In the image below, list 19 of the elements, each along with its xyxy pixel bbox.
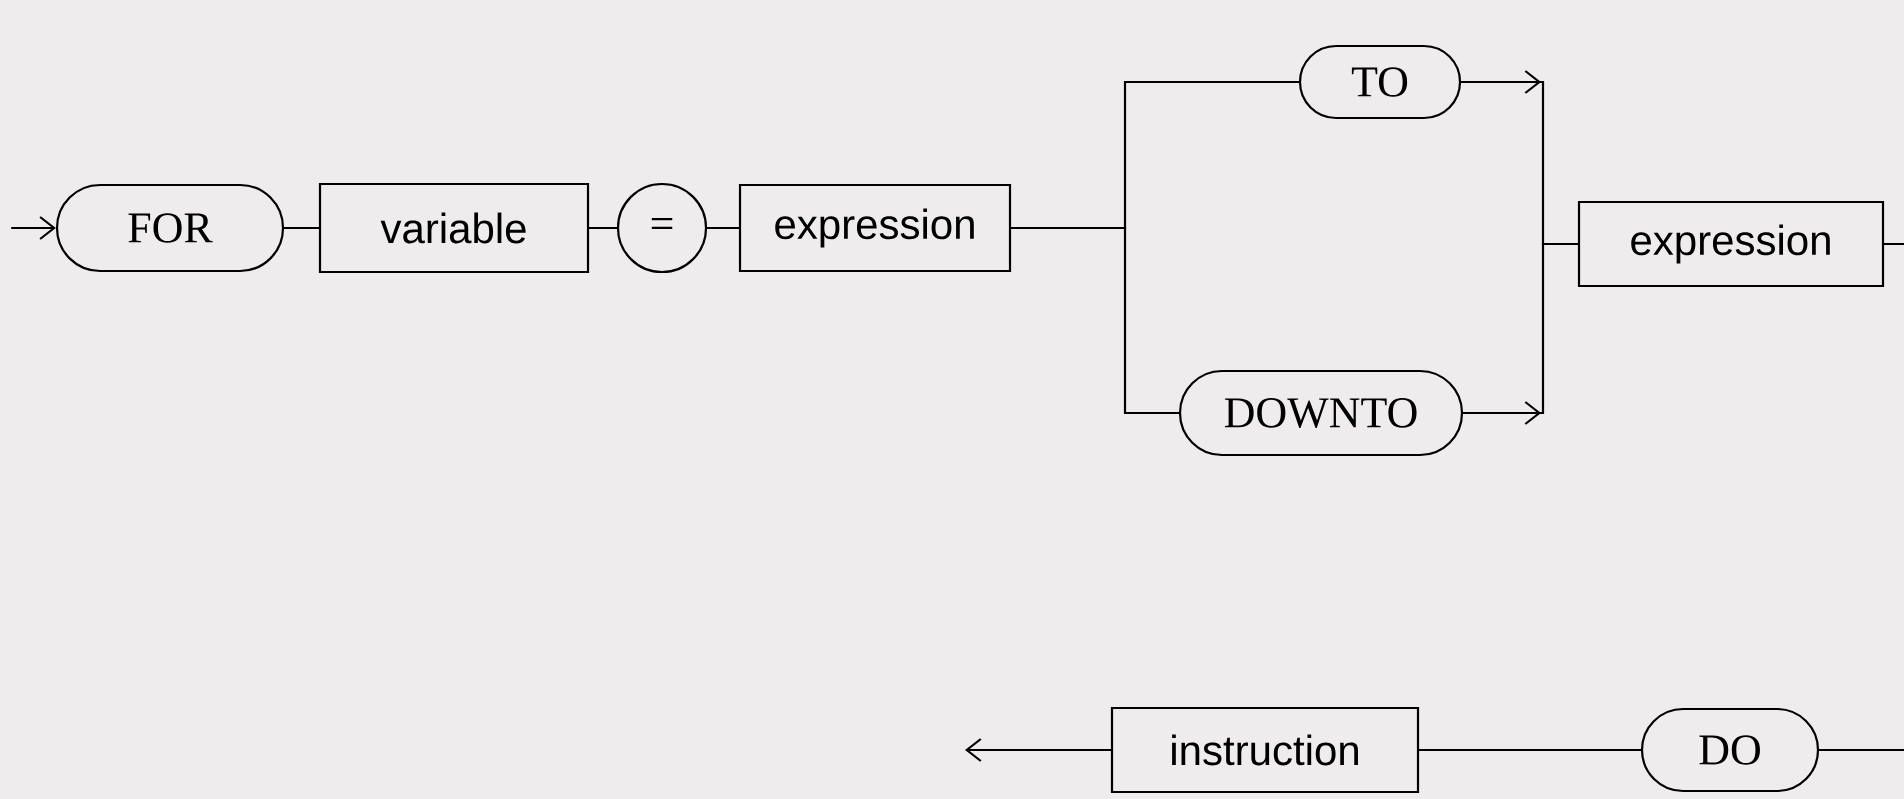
connector-line: [1462, 242, 1579, 425]
terminal-pill: DOWNTO: [1178, 369, 1464, 457]
connector-line: [1883, 242, 1904, 246]
connector-line: [1010, 226, 1180, 415]
nonterminal-box: variable: [318, 182, 590, 274]
nonterminal-box: expression: [1577, 200, 1885, 288]
connector-line: [1418, 748, 1642, 752]
terminal-pill: TO: [1298, 44, 1462, 120]
connector-line: [706, 226, 740, 230]
connector-line: [965, 738, 1112, 762]
terminal-pill: =: [616, 182, 708, 274]
connector-line: [10, 216, 56, 240]
terminal-pill: FOR: [55, 183, 285, 273]
connector-line: [283, 226, 320, 230]
nonterminal-box: instruction: [1110, 706, 1420, 794]
connector-line: [588, 226, 618, 230]
terminal-pill: DO: [1640, 707, 1820, 793]
nonterminal-box: expression: [738, 183, 1012, 273]
connector-line: [1818, 748, 1904, 752]
